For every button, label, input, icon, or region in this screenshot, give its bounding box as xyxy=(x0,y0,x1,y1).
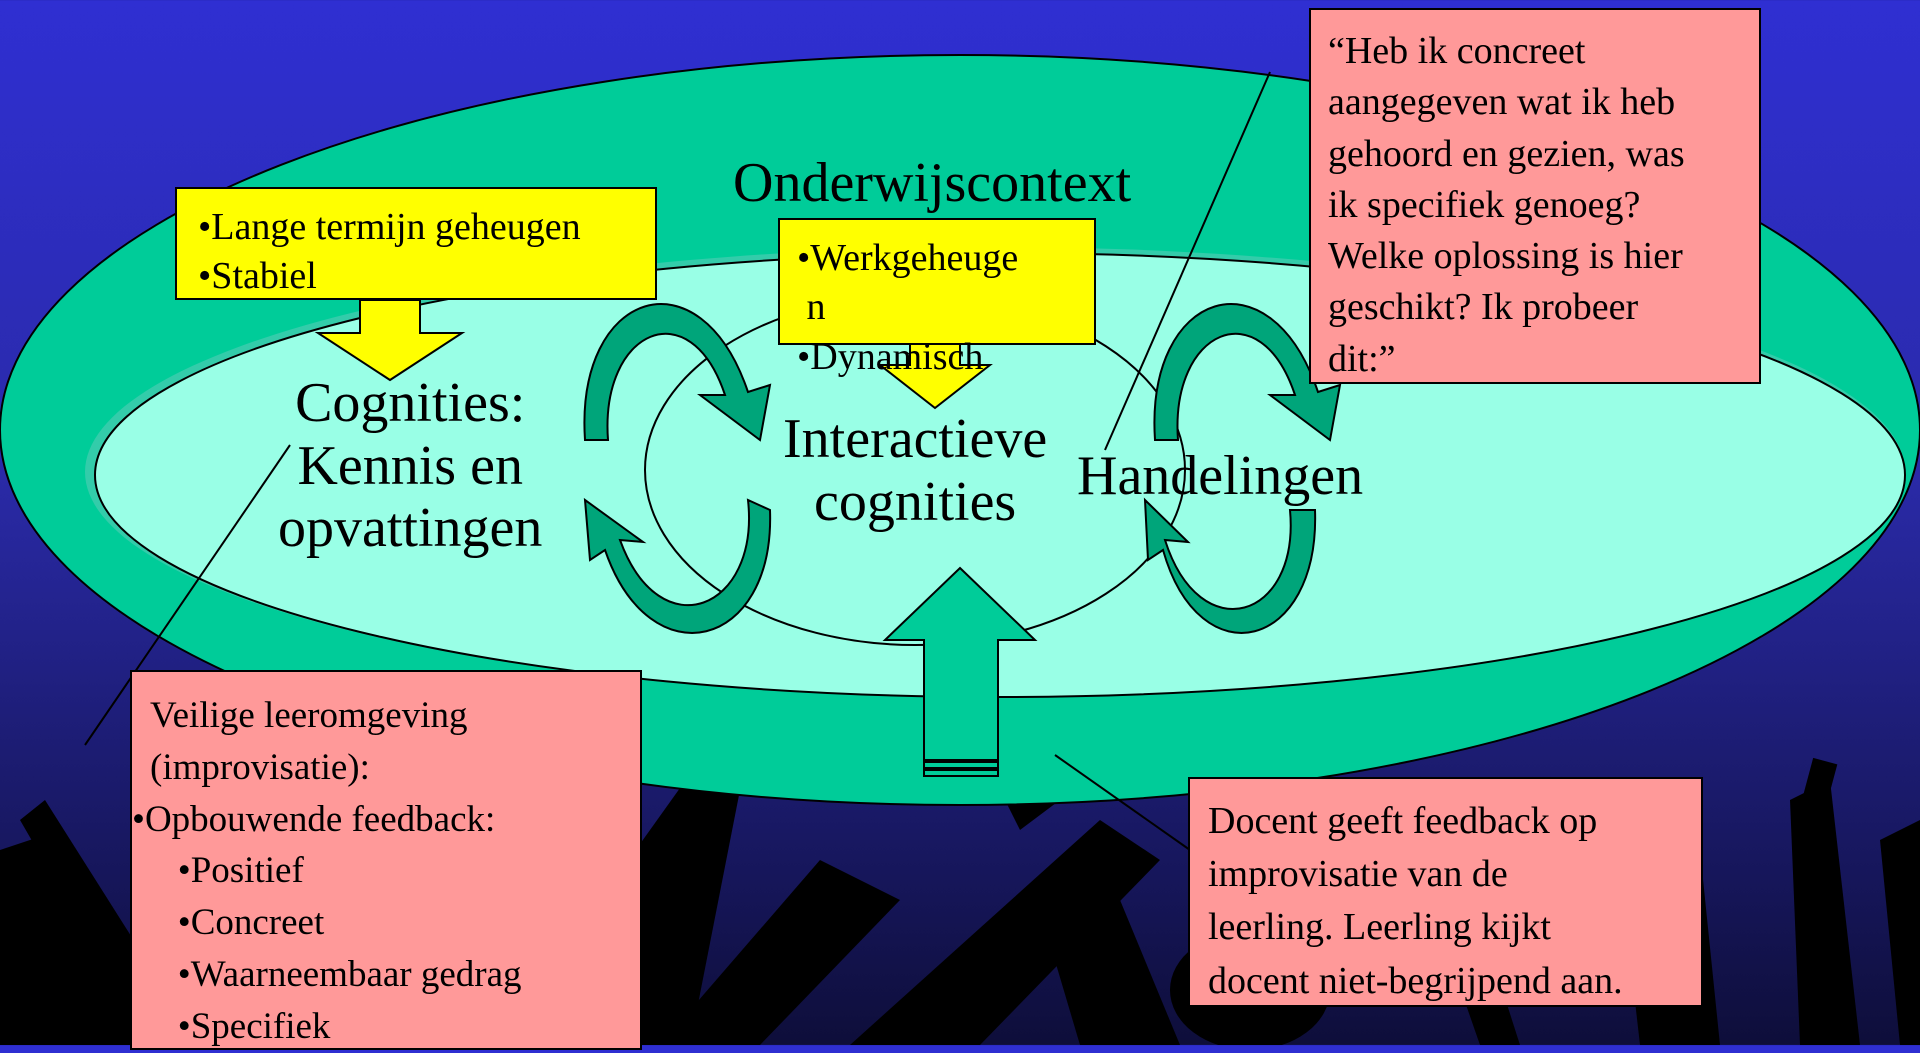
callout-long-term-line-1: •Lange termijn geheugen xyxy=(198,206,581,248)
callout-line-teacher-question xyxy=(1104,71,1271,451)
callout-teacher-question-line-4: ik specifiek genoeg? xyxy=(1328,183,1641,226)
callout-working-memory-line-3: •Dynamisch xyxy=(797,335,984,378)
context-label: Onderwijscontext xyxy=(733,152,1132,214)
callout-safe-env-line-3: •Opbouwende feedback: xyxy=(132,798,496,840)
cognities-label-line-2: Kennis en xyxy=(297,434,523,497)
cognities-label-line-3: opvattingen xyxy=(278,497,543,560)
callout-teacher-question-line-3: gehoord en gezien, was xyxy=(1328,132,1685,175)
callout-working-memory: •Werkgeheuge n •Dynamisch xyxy=(778,218,1096,378)
callout-teacher-feedback-line-3: leerling. Leerling kijkt xyxy=(1208,906,1551,949)
interactive-cognities-label: Interactieve cognities xyxy=(783,408,1047,533)
cognities-label-line-1: Cognities: xyxy=(295,372,526,434)
cycle-arrows-left-icon xyxy=(583,303,772,634)
cognities-label: Cognities: Kennis en opvattingen xyxy=(278,372,542,560)
callout-teacher-question-line-1: “Heb ik concreet xyxy=(1328,30,1586,72)
cycle-arrows-right-icon xyxy=(1143,303,1342,634)
callout-safe-env-line-1: Veilige leeromgeving xyxy=(150,695,468,736)
callout-teacher-question-line-6: geschikt? Ik probeer xyxy=(1328,286,1639,329)
interactive-label-line-1: Interactieve xyxy=(783,408,1048,470)
callout-safe-env-line-4: •Positief xyxy=(150,850,304,892)
callout-safe-env-line-7: •Specifiek xyxy=(150,1005,331,1047)
callout-working-memory-line-2: n xyxy=(797,286,826,329)
callout-working-memory-line-1: •Werkgeheuge xyxy=(797,237,1019,279)
callout-safe-env-line-6: •Waarneembaar gedrag xyxy=(150,953,522,995)
callout-line-safe-environment xyxy=(84,444,291,746)
callout-teacher-feedback: Docent geeft feedback op improvisatie va… xyxy=(1188,777,1703,1007)
callout-teacher-feedback-line-4: docent niet-begrijpend aan. xyxy=(1208,959,1623,1002)
callout-teacher-feedback-line-1: Docent geeft feedback op xyxy=(1208,800,1598,842)
callout-teacher-question-line-5: Welke oplossing is hier xyxy=(1328,235,1683,278)
callout-long-term-memory: •Lange termijn geheugen •Stabiel xyxy=(175,187,657,300)
callout-safe-environment: Veilige leeromgeving (improvisatie): •Op… xyxy=(130,670,642,1050)
callout-safe-env-line-5: •Concreet xyxy=(150,902,325,944)
callout-teacher-question-line-7: dit:” xyxy=(1328,337,1396,380)
callout-safe-env-line-2: (improvisatie): xyxy=(150,746,370,788)
handelingen-label: Handelingen xyxy=(1077,445,1364,507)
callout-teacher-question-line-2: aangegeven wat ik heb xyxy=(1328,81,1676,124)
callout-teacher-question: “Heb ik concreet aangegeven wat ik heb g… xyxy=(1309,8,1761,384)
callout-line-teacher-feedback xyxy=(1054,754,1191,851)
callout-long-term-line-2: •Stabiel xyxy=(198,255,317,298)
interactive-label-line-2: cognities xyxy=(814,470,1017,533)
callout-teacher-feedback-line-2: improvisatie van de xyxy=(1208,853,1508,896)
up-arrow-context-icon xyxy=(882,566,1038,777)
down-arrow-long-term-icon xyxy=(314,299,466,382)
